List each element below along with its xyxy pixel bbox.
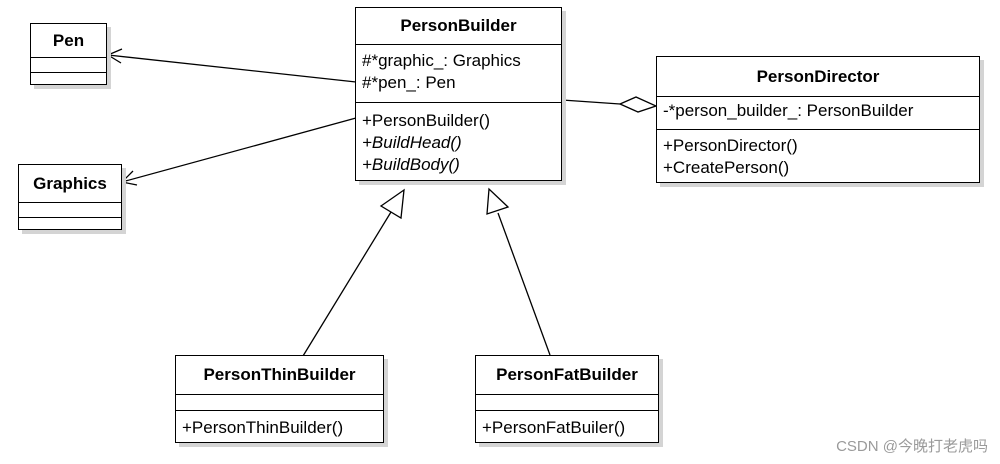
generalization-thin-triangle <box>379 188 405 220</box>
operations-compartment <box>31 72 106 86</box>
operations-compartment: +PersonDirector() +CreatePerson() <box>657 129 979 182</box>
class-person-director[interactable]: PersonDirector -*person_builder_: Person… <box>656 56 980 183</box>
attributes-compartment <box>19 203 121 217</box>
watermark-text: CSDN @今晚打老虎吗 <box>836 438 988 455</box>
attribute: #*graphic_: Graphics <box>362 51 521 70</box>
class-name: Graphics <box>19 165 121 203</box>
operations-compartment: +PersonFatBuiler() <box>476 410 658 442</box>
operations-compartment <box>19 217 121 231</box>
operation: +PersonBuilder() <box>362 111 491 130</box>
class-name: PersonFatBuilder <box>476 356 658 395</box>
operations-compartment: +PersonThinBuilder() <box>176 410 383 442</box>
association-graphics <box>121 117 357 183</box>
association-pen-arrowhead <box>106 48 123 64</box>
generalization-fat-triangle <box>486 187 510 215</box>
class-name: Pen <box>31 24 106 58</box>
operation: +PersonFatBuiler() <box>482 418 626 437</box>
attributes-compartment: -*person_builder_: PersonBuilder <box>657 97 979 129</box>
attributes-compartment <box>31 58 106 72</box>
operation-abstract: +BuildBody() <box>362 155 460 174</box>
class-person-fat-builder[interactable]: PersonFatBuilder +PersonFatBuiler() <box>475 355 659 443</box>
class-person-thin-builder[interactable]: PersonThinBuilder +PersonThinBuilder() <box>175 355 384 443</box>
class-graphics[interactable]: Graphics <box>18 164 122 230</box>
attributes-compartment <box>476 395 658 410</box>
generalization-thin <box>302 211 392 357</box>
class-name: PersonDirector <box>657 57 979 97</box>
class-name: PersonThinBuilder <box>176 356 383 395</box>
aggregation-director-builder <box>561 99 621 105</box>
aggregation-diamond <box>618 96 658 113</box>
class-pen[interactable]: Pen <box>30 23 107 85</box>
operation: +PersonDirector() <box>663 136 798 155</box>
class-person-builder[interactable]: PersonBuilder #*graphic_: Graphics #*pen… <box>355 7 562 181</box>
attribute: #*pen_: Pen <box>362 73 456 92</box>
generalization-fat <box>497 212 551 356</box>
operation: +PersonThinBuilder() <box>182 418 344 437</box>
association-pen <box>107 54 357 83</box>
attributes-compartment: #*graphic_: Graphics #*pen_: Pen <box>356 45 561 102</box>
attribute: -*person_builder_: PersonBuilder <box>663 101 914 120</box>
operation-abstract: +BuildHead() <box>362 133 462 152</box>
operations-compartment: +PersonBuilder() +BuildHead() +BuildBody… <box>356 102 561 179</box>
association-graphics-arrowhead <box>120 170 138 186</box>
operation: +CreatePerson() <box>663 158 790 177</box>
attributes-compartment <box>176 395 383 410</box>
class-name: PersonBuilder <box>356 8 561 45</box>
